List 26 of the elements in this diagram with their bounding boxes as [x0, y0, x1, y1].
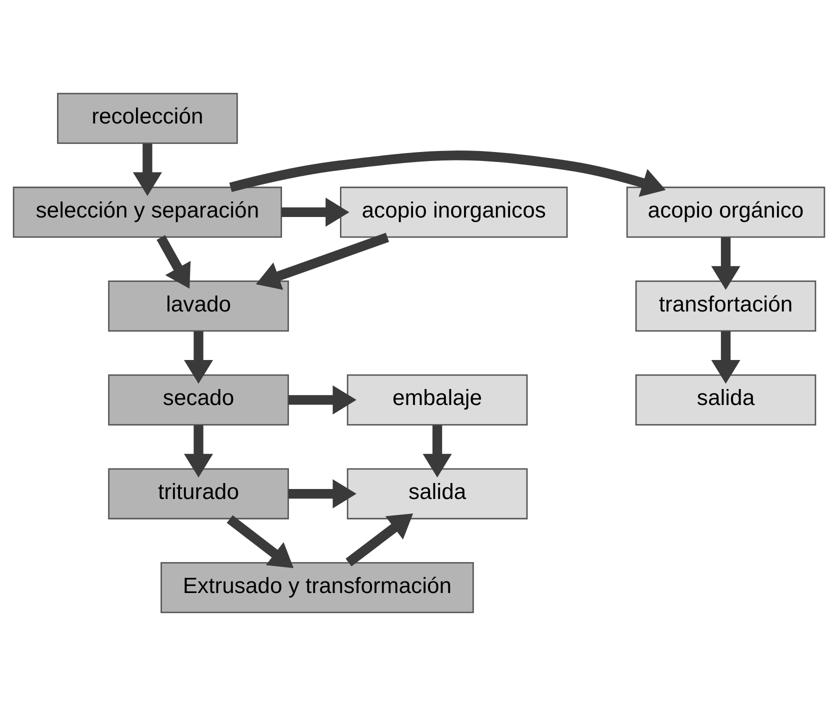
node-box: acopio inorganicos — [340, 186, 568, 238]
node-box: salida — [635, 374, 816, 426]
arrow — [346, 514, 414, 566]
arrow — [288, 479, 356, 508]
node-box: selección y separación — [12, 186, 282, 238]
arrow — [184, 425, 214, 478]
node-box: recolección — [57, 92, 238, 144]
arrow — [132, 144, 162, 196]
node-box: acopio orgánico — [626, 186, 826, 238]
arrow — [288, 385, 356, 414]
arrow — [229, 150, 666, 197]
node-box: salida — [346, 468, 528, 520]
arrow — [256, 232, 390, 290]
arrow — [184, 331, 214, 384]
node-box: secado — [108, 374, 289, 426]
arrow — [711, 238, 740, 290]
node-box: transfortación — [635, 280, 816, 332]
node-box: Extrusado y transformación — [160, 562, 474, 614]
node-box: embalaje — [346, 374, 528, 426]
arrow — [711, 331, 740, 384]
node-box: triturado — [108, 468, 289, 520]
arrow — [156, 235, 191, 289]
arrow — [226, 515, 294, 568]
arrow — [282, 198, 350, 227]
arrow — [422, 425, 452, 478]
node-box: lavado — [108, 280, 289, 332]
